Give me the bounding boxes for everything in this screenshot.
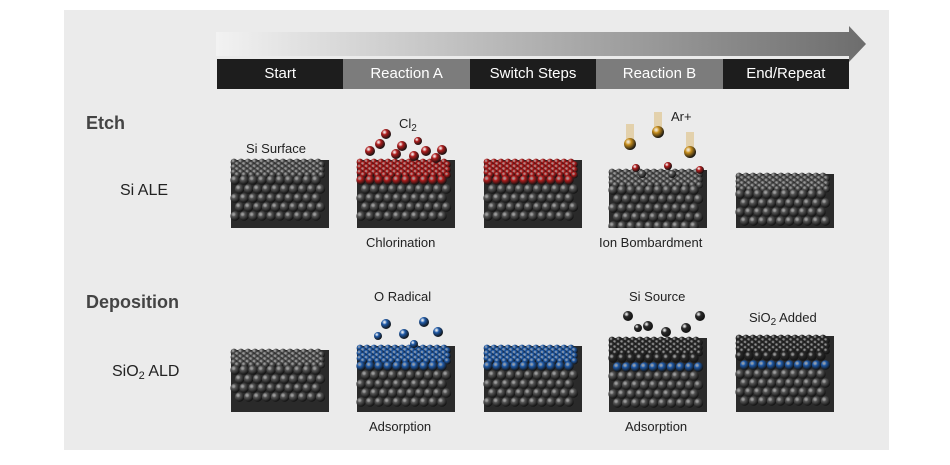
- end-etch-block: [735, 172, 834, 228]
- ion-bombardment-caption: Ion Bombardment: [599, 235, 703, 250]
- deposition-section-label: Deposition: [86, 292, 179, 312]
- step-reaction-a: Reaction A: [343, 59, 470, 89]
- ion-bombardment-block: [608, 112, 707, 228]
- si-ale-row-label: Si ALE: [120, 182, 169, 199]
- cl2-caption: Cl2: [399, 116, 417, 134]
- step-reaction-b: Reaction B: [596, 59, 723, 89]
- si-source-caption: Si Source: [629, 289, 686, 304]
- si-source-block: [608, 311, 707, 412]
- step-start: Start: [217, 59, 344, 89]
- chlorination-caption: Chlorination: [366, 235, 436, 250]
- sio2-ald-row-label: SiO2 ALD: [112, 363, 180, 382]
- step-bar: Start Reaction A Switch Steps Reaction B…: [217, 59, 850, 89]
- process-arrow: [216, 26, 866, 62]
- o-radical-block: [356, 317, 455, 412]
- o-radical-caption: O Radical: [374, 289, 432, 304]
- si-surface-caption: Si Surface: [246, 141, 306, 156]
- step-end-repeat: End/Repeat: [722, 59, 850, 89]
- adsorption-b-caption: Adsorption: [625, 419, 688, 434]
- etch-section-label: Etch: [86, 113, 126, 133]
- deposition-start-block: [230, 348, 329, 412]
- chlorination-block: [356, 129, 455, 228]
- step-switch-steps: Switch Steps: [469, 59, 597, 89]
- si-surface-block: [230, 158, 329, 228]
- switch-deposition-block: [483, 344, 582, 412]
- switch-etch-block: [483, 158, 582, 228]
- sio2-added-caption: SiO2 Added: [749, 310, 817, 328]
- sio2-added-block: [735, 334, 834, 412]
- ar-caption: Ar+: [671, 109, 692, 124]
- adsorption-a-caption: Adsorption: [369, 419, 432, 434]
